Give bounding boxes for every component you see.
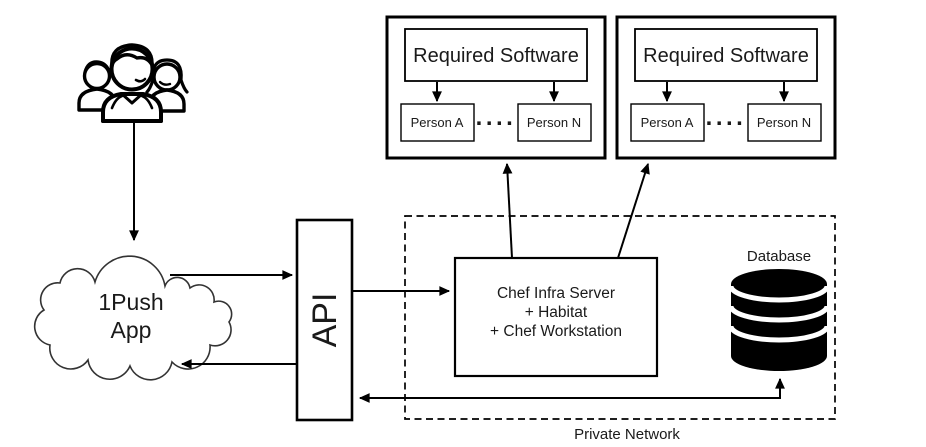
chef-server-label-line1: Chef Infra Server bbox=[497, 285, 615, 302]
person-a-label: Person A bbox=[411, 115, 464, 130]
software-group-1: Required Software Person A .... Person N bbox=[385, 15, 607, 160]
person-n-box bbox=[517, 103, 592, 142]
required-software-label: Required Software bbox=[643, 45, 809, 67]
arrow-chef-to-group2 bbox=[617, 162, 650, 259]
person-n-label: Person N bbox=[527, 115, 581, 130]
database-label: Database bbox=[747, 248, 811, 265]
private-network-label: Private Network bbox=[574, 426, 680, 443]
private-network-boundary bbox=[404, 215, 836, 420]
software-group-2: Required Software Person A .... Person N bbox=[615, 15, 837, 160]
chef-server-label-line3: + Chef Workstation bbox=[490, 323, 622, 340]
arrow-chef-to-group1 bbox=[502, 162, 513, 259]
ellipsis-dots: .... bbox=[706, 104, 747, 131]
arrow-database-to-api bbox=[358, 377, 785, 403]
person-n-label: Person N bbox=[757, 115, 811, 130]
database-cylinder-icon bbox=[728, 269, 830, 371]
person-a-box bbox=[630, 103, 705, 142]
cloud-label-line1: 1Push bbox=[98, 289, 163, 315]
person-n-box bbox=[747, 103, 822, 142]
cloud-1push-app bbox=[33, 255, 233, 381]
people-group-icon bbox=[77, 43, 189, 123]
api-box bbox=[295, 218, 354, 422]
person-a-label: Person A bbox=[641, 115, 694, 130]
required-software-box bbox=[634, 28, 818, 82]
required-software-box bbox=[404, 28, 588, 82]
ellipsis-dots: .... bbox=[476, 104, 517, 131]
chef-server-label-line2: + Habitat bbox=[525, 304, 588, 321]
person-a-box bbox=[400, 103, 475, 142]
api-label: API bbox=[306, 293, 344, 348]
chef-server-box bbox=[453, 256, 659, 378]
cloud-label-line2: App bbox=[111, 317, 152, 343]
required-software-label: Required Software bbox=[413, 45, 579, 67]
